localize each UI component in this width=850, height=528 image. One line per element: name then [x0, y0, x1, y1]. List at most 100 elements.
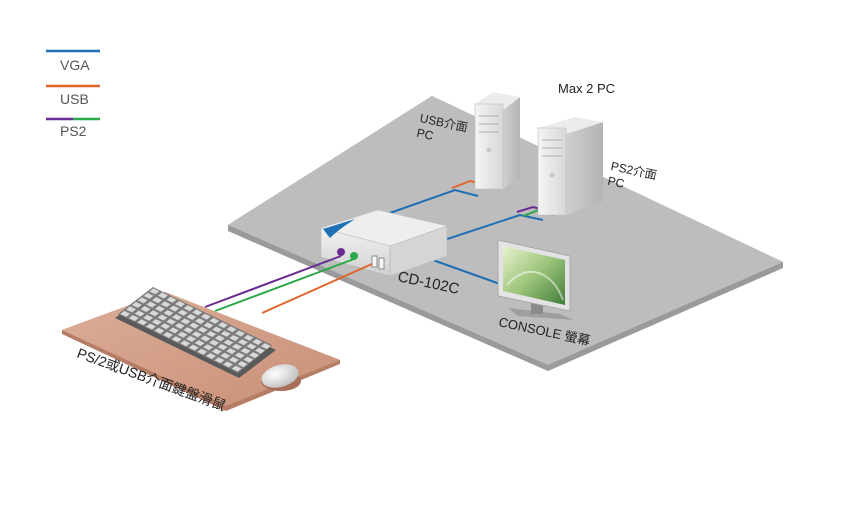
usb-cable-keyboard: [261, 263, 373, 314]
keyboard-key: [260, 342, 272, 350]
monitor-screen: [503, 246, 565, 305]
kvm-side: [389, 225, 448, 277]
keyboard-key: [200, 335, 211, 342]
keyboard-key: [217, 343, 228, 351]
kvm-logo-shape: [323, 219, 355, 238]
keyboard-key: [145, 323, 157, 330]
ps2-port-purple: [337, 248, 345, 256]
mouse: [261, 364, 301, 391]
max-pc-title: Max 2 PC: [558, 81, 615, 96]
ps2-green-cable-keyboard: [214, 258, 355, 312]
keyboard-key: [220, 330, 232, 338]
keyboard-key: [182, 326, 194, 334]
ps2-pc-front: [537, 127, 567, 216]
ps2-purple-cable-keyboard: [204, 255, 342, 308]
keyboard-key: [179, 340, 191, 347]
keyboard-key: [134, 310, 145, 317]
keyboard-key: [180, 318, 191, 325]
keyboard-key: [217, 321, 229, 329]
keyboard-cables: [204, 255, 373, 314]
keyboard-key: [219, 352, 231, 360]
console-monitor: [497, 239, 574, 320]
keyboard-key: [166, 296, 177, 304]
keyboard-key: [142, 314, 154, 322]
usb-port-1: [371, 255, 378, 268]
keyboard-key: [194, 339, 205, 347]
keyboard-key: [237, 360, 248, 368]
legend: VGA USB PS2: [46, 49, 100, 139]
keyboard-key: [222, 361, 234, 368]
keyboard-key: [157, 314, 168, 321]
keyboard-key: [231, 365, 243, 372]
usb-pc-tower: [474, 92, 520, 190]
keyboard-key: [171, 335, 183, 343]
keyboard-key: [185, 335, 197, 343]
keyboard-key: [128, 314, 140, 322]
keyboard-key: [246, 343, 257, 350]
keyboard-key: [208, 339, 220, 347]
keyboard-key: [214, 356, 225, 364]
keyboard-key: [168, 305, 180, 312]
keyboard-key: [148, 309, 160, 317]
keyboard-key: [177, 309, 189, 317]
keyboard-key: [205, 330, 217, 338]
keyboard-key: [174, 322, 186, 330]
keyboard-key: [234, 330, 246, 337]
keyboard-key: [143, 292, 154, 300]
keyboard-key: [168, 327, 180, 334]
keyboard-key: [240, 347, 251, 355]
keyboard-key: [226, 325, 237, 333]
keyboard-key: [237, 338, 249, 346]
vga-cable-console: [429, 258, 501, 285]
keyboard-key: [200, 313, 212, 320]
keyboard-key: [186, 313, 197, 321]
keyboard-key: [145, 301, 157, 308]
keyboard-key: [148, 288, 160, 295]
keyboard-key: [125, 306, 137, 313]
ps2-pc-power-button: [549, 172, 555, 178]
legend-label-usb: USB: [60, 91, 89, 107]
keyboard-key: [157, 292, 169, 299]
keyboard-key: [234, 352, 246, 359]
legend-label-ps2: PS2: [60, 123, 87, 139]
keyboard-key: [205, 352, 217, 360]
keyboard-key: [154, 305, 166, 313]
legend-item-vga: VGA: [46, 49, 100, 73]
keyboard-key: [197, 326, 209, 334]
keyboard-key: [137, 297, 149, 304]
usb-pc-side: [503, 97, 520, 189]
keyboard-key: [136, 318, 148, 326]
legend-label-vga: VGA: [60, 57, 90, 73]
ps2-pc-label-line2: PC: [606, 174, 626, 191]
kvm-switch: [319, 209, 449, 277]
usb-pc-power-button: [486, 147, 492, 153]
keyboard-key: [211, 326, 223, 333]
keyboard-key: [214, 334, 226, 342]
keyboard-key: [171, 313, 183, 321]
keyboard-key: [191, 309, 203, 316]
keyboard-key: [188, 344, 200, 351]
ps2-pc-side: [566, 122, 603, 215]
keyboard-key: [223, 339, 234, 346]
keyboard: [115, 287, 276, 378]
keyboard-key: [119, 310, 131, 318]
keyboard-key: [211, 348, 223, 355]
keyboard-key: [208, 317, 220, 325]
keyboard-key: [191, 331, 203, 338]
keyboard-key: [140, 305, 151, 313]
keyboard-key: [160, 300, 172, 308]
keyboard-key: [165, 318, 177, 326]
keyboard-key: [177, 331, 188, 338]
keyboard-key: [228, 334, 240, 342]
usb-port-2: [378, 257, 385, 270]
keyboard-key: [183, 304, 195, 312]
keyboard-key: [188, 322, 200, 329]
legend-item-usb: USB: [46, 84, 100, 107]
keyboard-key: [248, 351, 260, 359]
keyboard-key: [203, 322, 214, 329]
keyboard-keys: [119, 288, 272, 372]
keyboard-key: [228, 356, 240, 364]
keyboard-key: [196, 348, 208, 356]
ps2-port-green: [350, 252, 358, 260]
